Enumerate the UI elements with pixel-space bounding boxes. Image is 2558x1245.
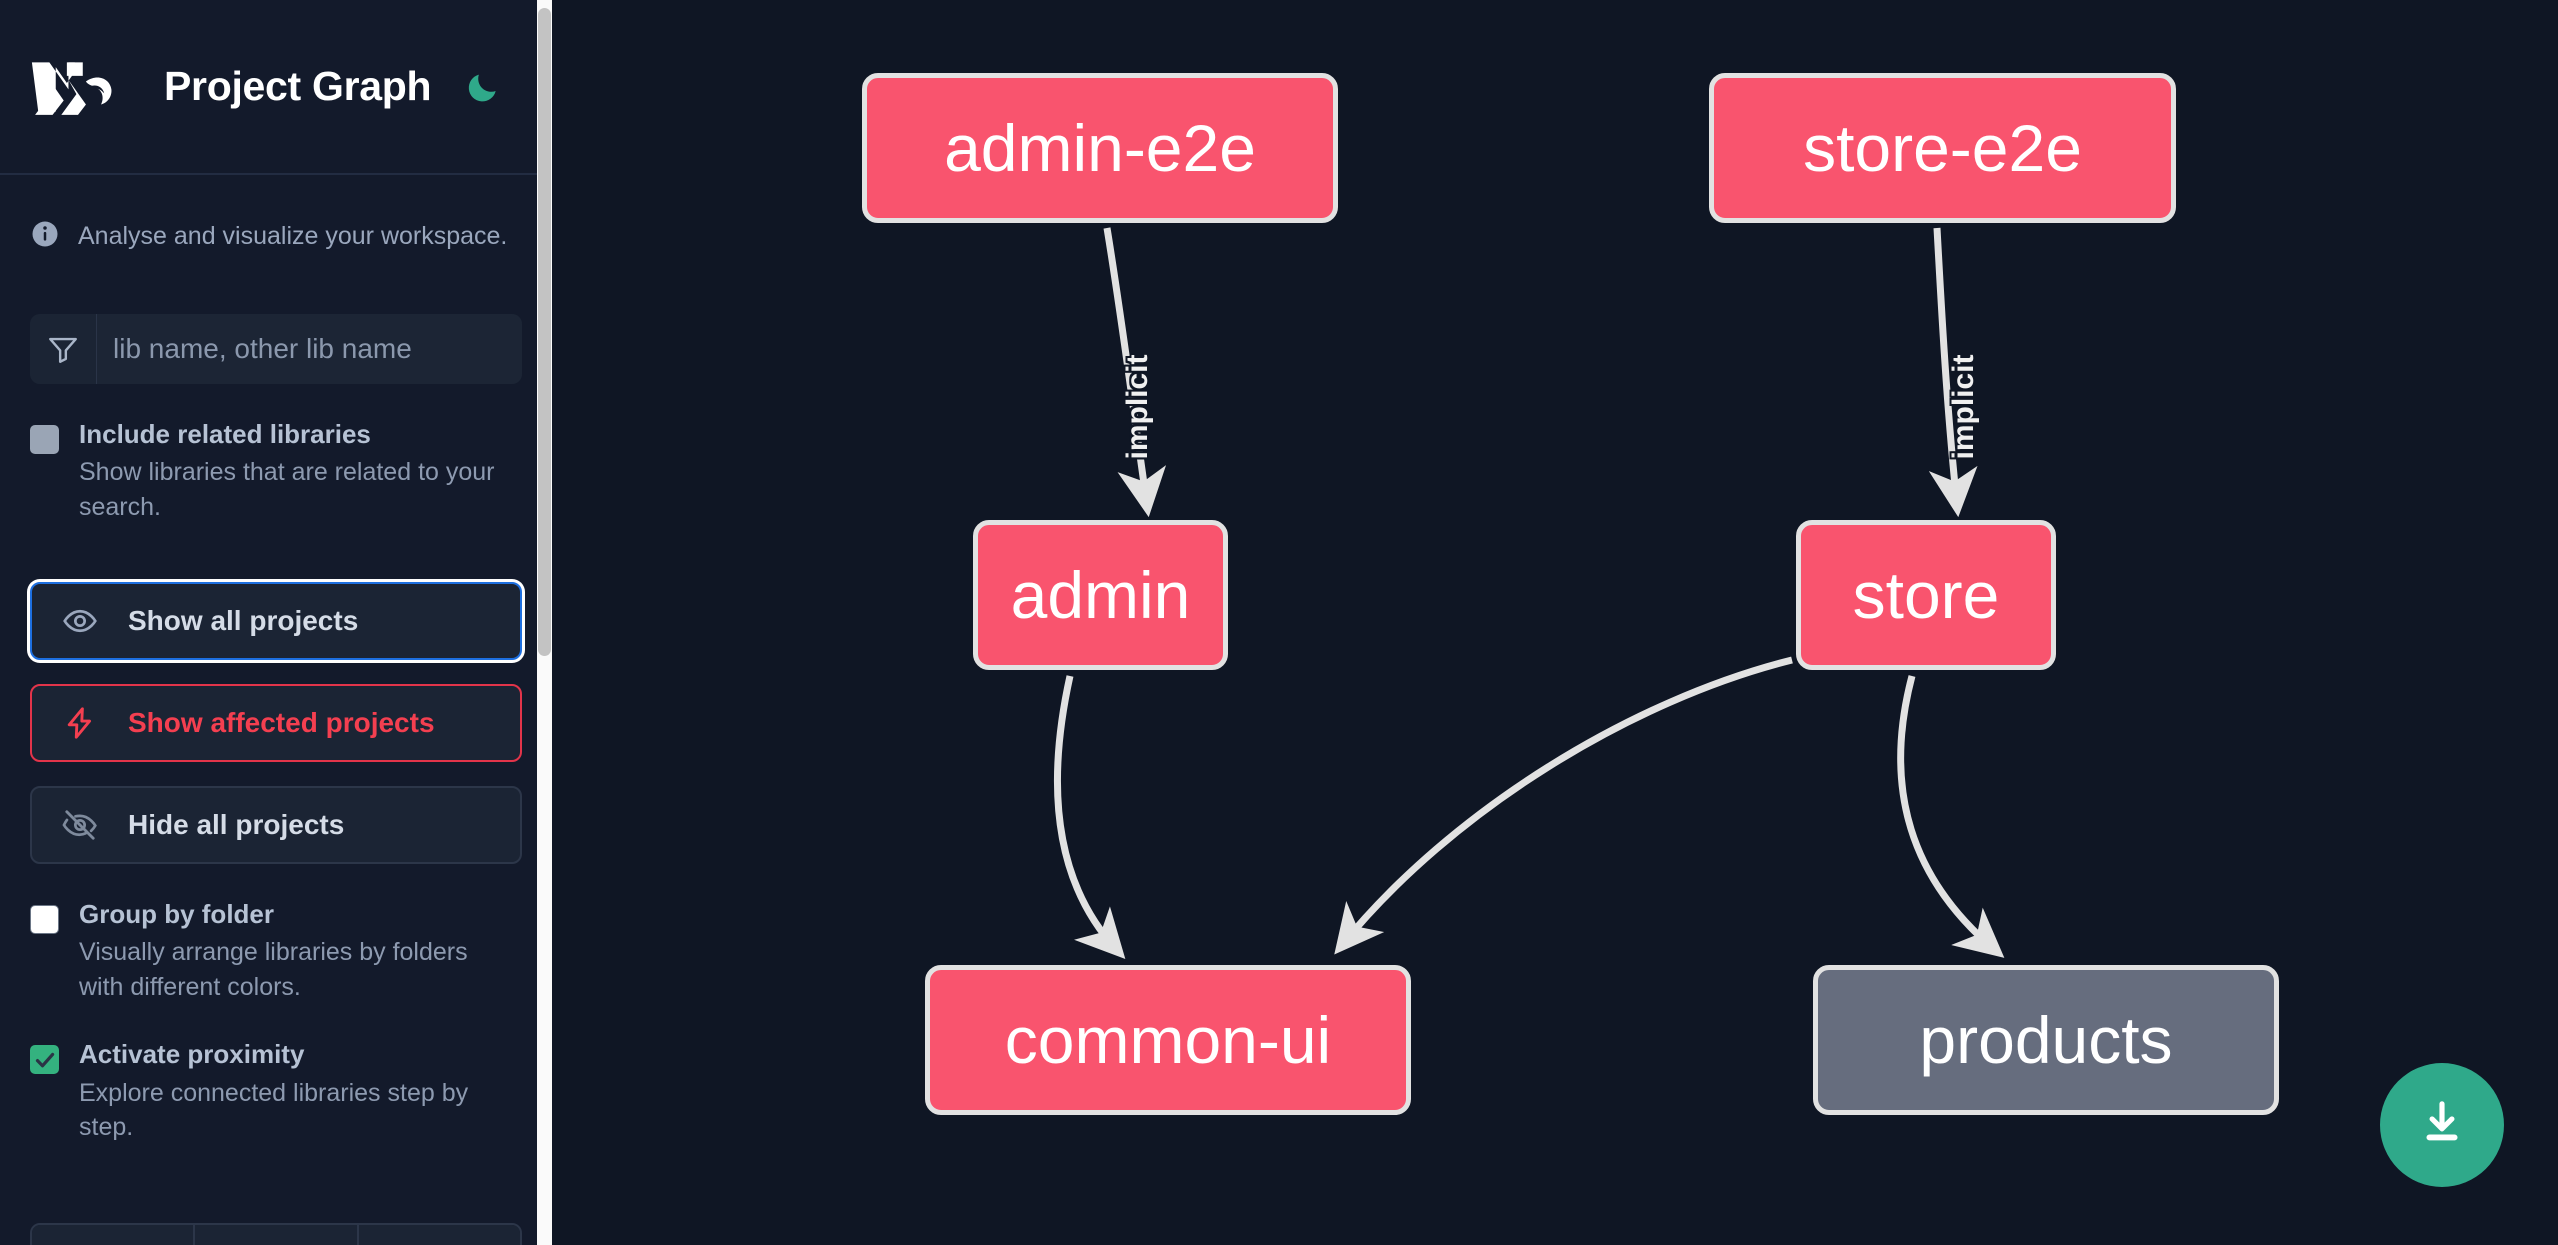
segment-3[interactable]	[358, 1225, 520, 1245]
eye-icon	[62, 603, 106, 639]
workspace-info-text: Analyse and visualize your workspace.	[78, 222, 508, 250]
info-circle-icon	[30, 219, 60, 254]
checkbox-activate-proximity[interactable]	[30, 1045, 59, 1075]
edge-store-to-products	[1897, 675, 2005, 958]
project-visibility-buttons: Show all projects Show affected projects	[30, 582, 522, 865]
option-title: Activate proximity	[79, 1039, 305, 1070]
option-title: Group by folder	[79, 899, 274, 930]
option-description: Visually arrange libraries by folders wi…	[79, 938, 468, 1001]
nx-logo-icon	[30, 56, 126, 118]
show-affected-projects-label: Show affected projects	[128, 707, 435, 739]
node-label: common-ui	[1004, 1003, 1332, 1077]
node-label: admin	[1010, 558, 1191, 632]
sidebar-scrollbar-thumb[interactable]	[538, 8, 551, 656]
page-title: Project Graph	[164, 63, 432, 109]
edge-store-e2e-to-store	[1928, 227, 1978, 518]
lightning-bolt-icon	[62, 705, 106, 741]
checkbox-include-related-libraries[interactable]	[30, 425, 59, 454]
option-title: Include related libraries	[79, 419, 371, 449]
check-icon	[35, 1052, 54, 1068]
option-description: Show libraries that are related to your …	[79, 458, 495, 521]
sidebar: Project Graph Analyse and visualize your…	[0, 0, 552, 1245]
moon-icon[interactable]	[463, 67, 503, 107]
segmented-control[interactable]	[30, 1223, 522, 1245]
show-all-projects-label: Show all projects	[128, 605, 359, 637]
edge-admin-to-common-ui	[1054, 675, 1126, 959]
project-graph-canvas[interactable]: implicit implicit admin-e2e store-e2e ad…	[552, 0, 2558, 1245]
option-group-by-folder[interactable]: Group by folder Visually arrange librari…	[30, 899, 522, 1004]
graph-edges	[1054, 227, 2005, 959]
show-all-projects-button[interactable]: Show all projects	[30, 582, 522, 661]
edge-admin-e2e-to-admin	[1103, 227, 1167, 518]
sidebar-body: Analyse and visualize your workspace. In…	[0, 175, 552, 1145]
graph-node-store-e2e[interactable]: store-e2e	[1709, 73, 2176, 223]
option-include-related-libraries[interactable]: Include related libraries Show libraries…	[30, 419, 522, 524]
funnel-filter-icon	[30, 314, 97, 384]
hide-all-projects-button[interactable]: Hide all projects	[30, 786, 522, 865]
filter-search-box[interactable]	[30, 314, 522, 384]
graph-node-admin-e2e[interactable]: admin-e2e	[862, 73, 1338, 223]
node-label: admin-e2e	[944, 111, 1256, 185]
option-description: Explore connected libraries step by step…	[79, 1078, 469, 1142]
checkbox-group-by-folder[interactable]	[30, 905, 59, 935]
show-affected-projects-button[interactable]: Show affected projects	[30, 684, 522, 763]
sidebar-header: Project Graph	[0, 0, 552, 175]
download-icon	[2415, 1096, 2469, 1155]
eye-off-icon	[62, 807, 106, 843]
graph-node-store[interactable]: store	[1796, 520, 2056, 670]
hide-all-projects-label: Hide all projects	[128, 809, 345, 841]
edge-label-implicit-store: implicit	[1947, 354, 1980, 460]
graph-node-products[interactable]: products	[1813, 965, 2279, 1115]
node-label: products	[1919, 1003, 2173, 1077]
workspace-info: Analyse and visualize your workspace.	[30, 175, 522, 262]
edge-store-to-common-ui	[1334, 656, 1793, 955]
graph-node-common-ui[interactable]: common-ui	[925, 965, 1411, 1115]
edge-label-implicit-admin: implicit	[1121, 354, 1154, 460]
node-label: store	[1852, 558, 2000, 632]
option-activate-proximity[interactable]: Activate proximity Explore connected lib…	[30, 1039, 522, 1144]
search-input[interactable]	[97, 314, 522, 384]
node-label: store-e2e	[1803, 111, 2082, 185]
segment-1[interactable]	[32, 1225, 196, 1245]
segment-2[interactable]	[195, 1225, 359, 1245]
download-graph-button[interactable]	[2380, 1063, 2504, 1187]
graph-node-admin[interactable]: admin	[973, 520, 1228, 670]
